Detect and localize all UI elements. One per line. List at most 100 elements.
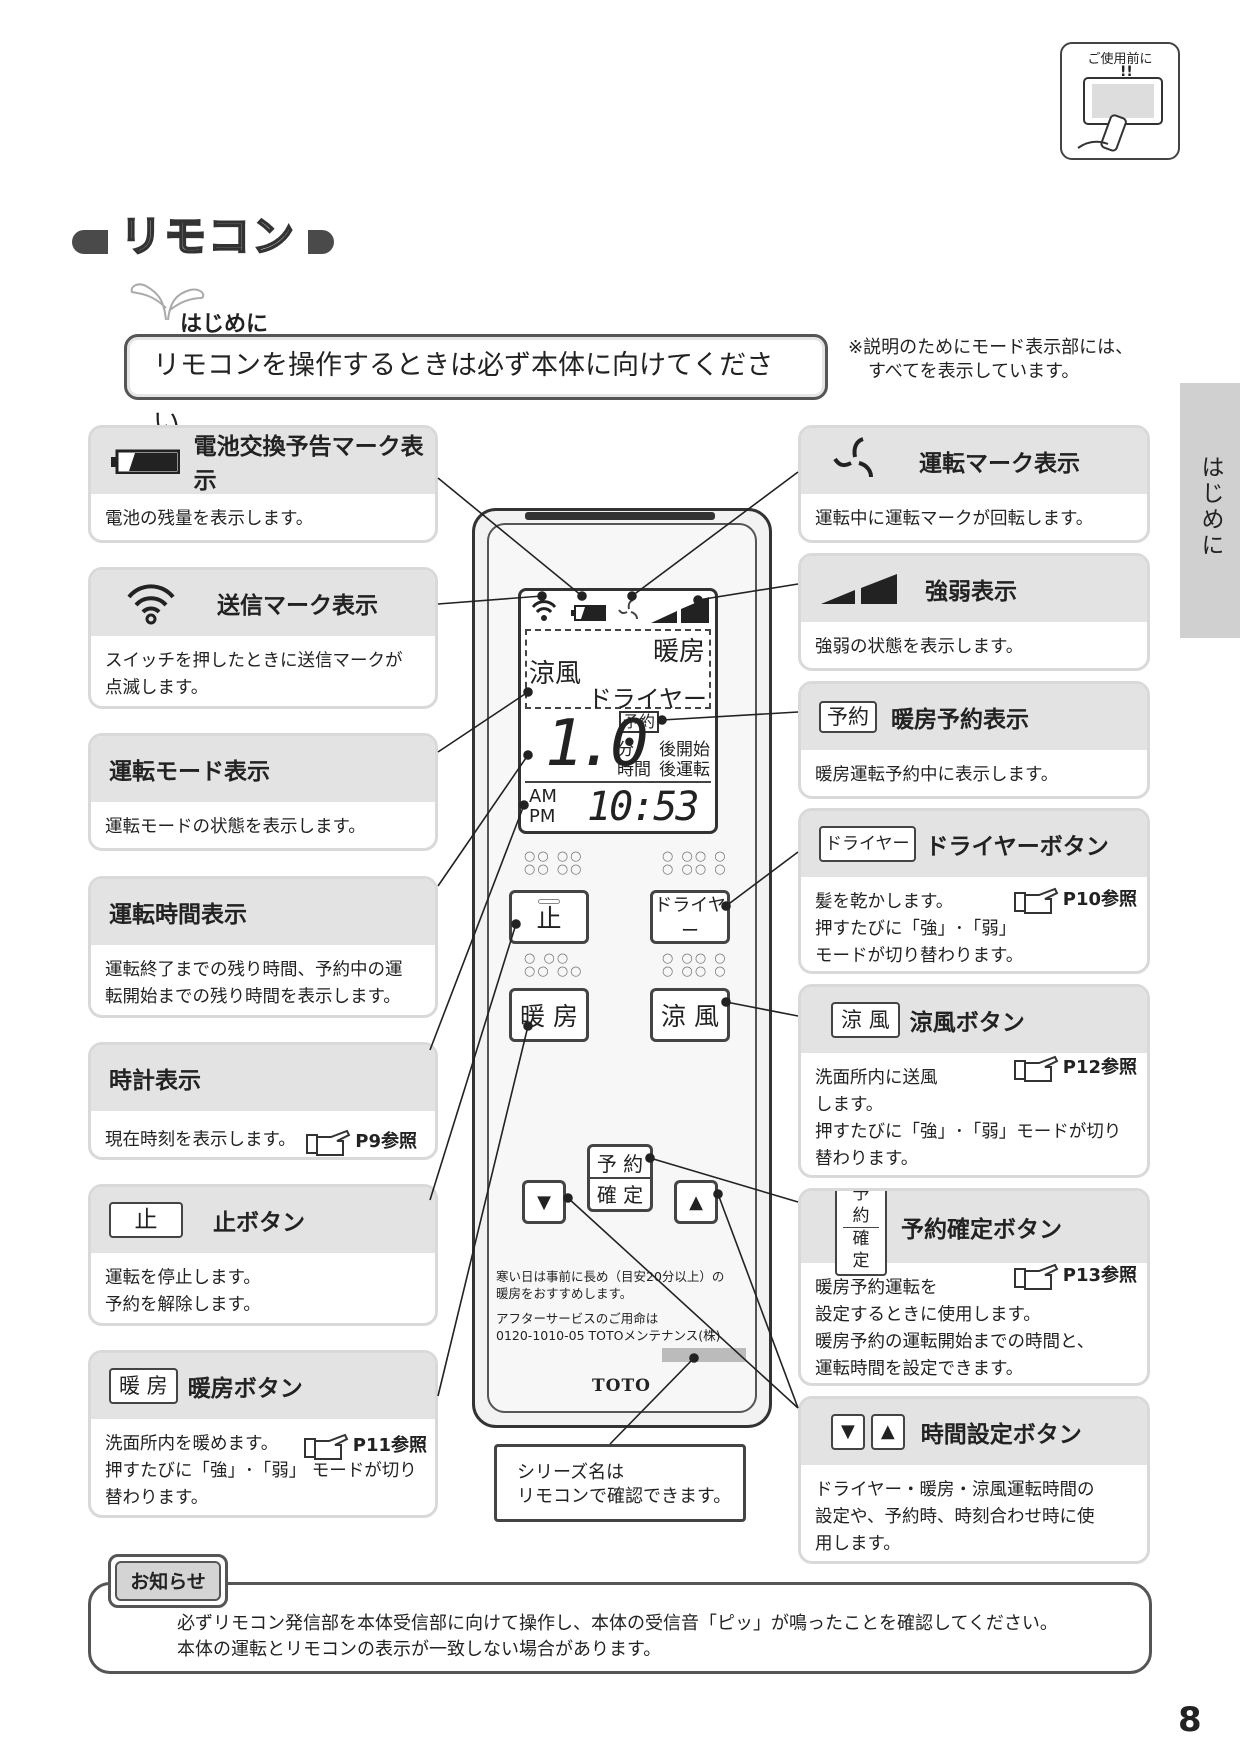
card-clock-display: 時計表示 現在時刻を表示します。 P9参照 xyxy=(88,1042,438,1160)
card-title: 涼風ボタン xyxy=(909,1010,1025,1036)
card-text: 洗面所内を暖めます。 xyxy=(105,1434,279,1454)
series-note-box: シリーズ名は リモコンで確認できます。 xyxy=(494,1444,746,1522)
lcd-battery-icon xyxy=(571,605,606,621)
card-dryer-button: ドライヤー ドライヤーボタン 髪を乾かします。 押すたびに「強」･「弱」 モード… xyxy=(798,808,1150,974)
reserve-label: 予 約 xyxy=(590,1148,650,1179)
page-reference: P10参照 xyxy=(1013,883,1137,915)
intro-label: はじめに xyxy=(180,312,269,337)
lcd-strength-bars xyxy=(651,597,709,623)
remote-stop-button[interactable]: 止 xyxy=(509,890,589,944)
card-text: 暖房予約運転を xyxy=(815,1278,938,1298)
lcd-am: AM xyxy=(529,786,557,807)
keycap-bottom: 確 定 xyxy=(852,1228,870,1271)
page-number: 8 xyxy=(1178,1700,1202,1740)
lcd-signal-icon xyxy=(531,600,557,621)
card-title: 強弱表示 xyxy=(925,579,1017,605)
lcd-fan-icon xyxy=(618,599,638,620)
notice-line: 必ずリモコン発信部を本体受信部に向けて操作し、本体の受信音「ピッ」が鳴ったことを… xyxy=(177,1613,1058,1634)
card-text: 予約を解除します。 xyxy=(105,1295,261,1315)
brand-logo: TOTO xyxy=(592,1376,651,1396)
card-text: 用します。 xyxy=(815,1534,901,1554)
card-title: 暖房ボタン xyxy=(187,1376,303,1402)
lcd-mode-dryer: ドライヤー xyxy=(587,685,707,713)
lcd-mode-area: 暖房 涼風 ドライヤー xyxy=(525,629,711,713)
pointing-hand-icon xyxy=(1013,887,1059,914)
card-heat-button: 暖 房 暖房ボタン 洗面所内を暖めます。 押すたびに「強」･「弱」 モードが切り… xyxy=(88,1350,438,1518)
speaker-dots: ○ ○○○○ ○○ xyxy=(524,951,584,979)
card-text: 設定するときに使用します。 xyxy=(815,1305,1041,1325)
confirm-label: 確 定 xyxy=(596,1183,644,1207)
page-reference: P11参照 xyxy=(303,1429,427,1461)
service-line: アフターサービスのご用命は xyxy=(496,1311,659,1326)
display-note: ※説明のためにモード表示部には、 すべてを表示しています。 xyxy=(848,336,1168,384)
card-text: 押すたびに「強」･「弱」 xyxy=(815,919,1017,939)
pointing-hand-icon xyxy=(1013,1263,1059,1290)
card-title: ドライヤーボタン xyxy=(925,834,1109,860)
card-title: 運転マーク表示 xyxy=(919,451,1080,477)
intro-message: リモコンを操作するときは必ず本体に向けてください。 xyxy=(124,334,828,439)
svg-text:!!: !! xyxy=(1120,64,1133,80)
remote-dryer-button[interactable]: ドライヤー xyxy=(650,890,730,944)
card-text: 替わります。 xyxy=(815,1149,919,1169)
card-text: 現在時刻を表示します。 xyxy=(105,1130,296,1150)
before-use-label: ご使用前に xyxy=(1087,52,1153,67)
notice-box: 必ずリモコン発信部を本体受信部に向けて操作し、本体の受信音「ピッ」が鳴ったことを… xyxy=(88,1582,1152,1674)
stop-button-mark xyxy=(538,899,560,904)
speaker-dots: ○○ ○○○○ ○○ xyxy=(524,849,584,877)
card-text: 運転中に運転マークが回転します。 xyxy=(815,509,1094,529)
series-name-sticker xyxy=(662,1348,746,1362)
remote-reserve-confirm-button[interactable]: 予 約 確 定 xyxy=(587,1144,653,1212)
remote-emitter xyxy=(525,512,715,520)
service-line: 0120-1010-05 TOTOメンテナンス(株) xyxy=(496,1328,721,1343)
card-text: 髪を乾かします。 xyxy=(815,892,954,912)
remote-notice-line: 寒い日は事前に長め（目安20分以上）の xyxy=(496,1269,725,1284)
card-text: モードが切り替わります。 xyxy=(815,946,1024,966)
remote-up-button[interactable]: ▲ xyxy=(674,1180,718,1224)
page-reference-text: P12参照 xyxy=(1062,1056,1137,1078)
card-operation-mark: 運転マーク表示 運転中に運転マークが回転します。 xyxy=(798,425,1150,543)
card-stop-button: 止 止ボタン 運転を停止します。 予約を解除します。 xyxy=(88,1184,438,1326)
cool-button-label: 涼 風 xyxy=(661,1002,719,1031)
lcd-unit-hour: 時間 xyxy=(617,760,651,780)
card-text: します。 xyxy=(815,1095,884,1115)
sprout-icon xyxy=(130,283,205,321)
pointing-hand-icon xyxy=(1013,1055,1059,1082)
lcd-divider xyxy=(525,781,711,783)
card-strength-display: 強弱表示 強弱の状態を表示します。 xyxy=(798,553,1150,671)
card-cool-button: 涼 風 涼風ボタン 洗面所内に送風 します。 押すたびに「強」･「弱」モードが切… xyxy=(798,984,1150,1178)
remote-service-info: アフターサービスのご用命は 0120-1010-05 TOTOメンテナンス(株) xyxy=(496,1310,720,1344)
strength-bars-icon xyxy=(821,574,897,604)
page-reference: P13参照 xyxy=(1013,1259,1137,1291)
card-text: 暖房運転予約中に表示します。 xyxy=(815,765,1059,785)
card-text: 運転モードの状態を表示します。 xyxy=(105,817,366,837)
page-reference: P9参照 xyxy=(305,1125,417,1157)
card-text: 点滅します。 xyxy=(105,678,209,698)
card-text: 暖房予約の運転開始までの時間と、 xyxy=(815,1332,1095,1352)
reserve-confirm-keycap: 予 約 確 定 xyxy=(835,1191,887,1276)
section-title-text: リモコン xyxy=(108,211,309,262)
card-time-display: 運転時間表示 運転終了までの残り時間、予約中の運 転開始までの残り時間を表示しま… xyxy=(88,876,438,1018)
lcd-mode-heat: 暖房 xyxy=(652,637,705,667)
remote-pointing-icon: !! xyxy=(1077,64,1163,152)
card-text: 電池の残量を表示します。 xyxy=(105,509,314,529)
up-button-label: ▲ xyxy=(689,1191,703,1213)
pointing-hand-icon xyxy=(303,1433,349,1460)
remote-cool-button[interactable]: 涼 風 xyxy=(650,988,730,1042)
speaker-dots: ○ ○○ ○○ ○○ ○ xyxy=(662,951,728,979)
series-note-line: シリーズ名は xyxy=(517,1462,625,1483)
card-reserve-display: 予約 暖房予約表示 暖房運転予約中に表示します。 xyxy=(798,681,1150,799)
chapter-tab: はじめに xyxy=(1180,383,1240,638)
dryer-keycap: ドライヤー xyxy=(819,826,916,862)
reserve-keycap: 予約 xyxy=(819,701,877,733)
card-title: 時計表示 xyxy=(109,1068,201,1094)
signal-icon xyxy=(127,584,175,625)
lcd-time-value: 1.0 xyxy=(545,707,649,781)
card-time-set-buttons: ▼ ▲ 時間設定ボタン ドライヤー・暖房・涼風運転時間の 設定や、予約時、時刻合… xyxy=(798,1396,1150,1564)
notice-tag: お知らせ xyxy=(108,1554,228,1608)
notice-tag-label: お知らせ xyxy=(115,1561,221,1601)
remote-down-button[interactable]: ▼ xyxy=(522,1180,566,1224)
remote-heat-button[interactable]: 暖 房 xyxy=(509,988,589,1042)
page-reference-text: P10参照 xyxy=(1062,888,1137,910)
notice-line: 本体の運転とリモコンの表示が一致しない場合があります。 xyxy=(177,1639,662,1660)
card-text: 設定や、予約時、時刻合わせ時に使 xyxy=(815,1507,1095,1527)
